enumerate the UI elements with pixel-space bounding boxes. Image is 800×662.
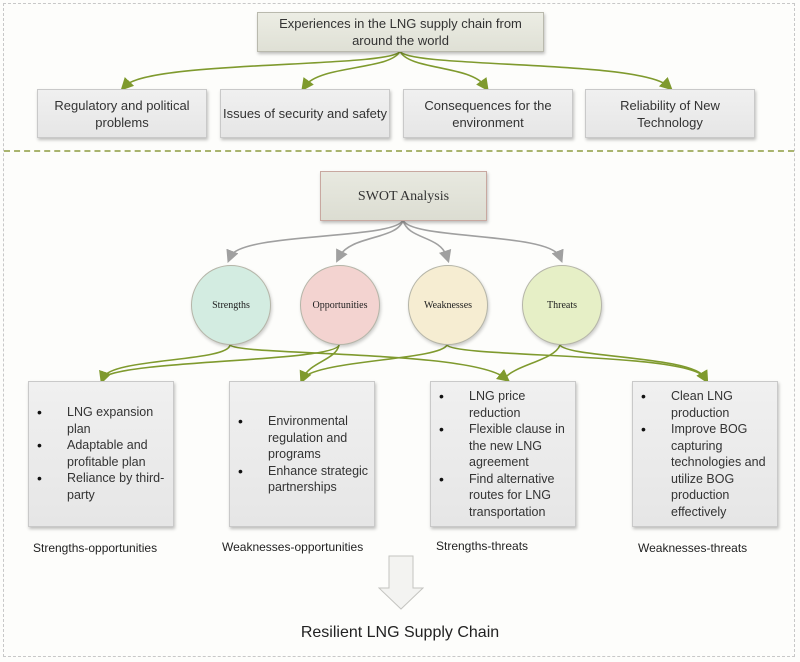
- opportunities-label: Opportunities: [312, 299, 368, 311]
- connector-t-wt: [559, 344, 706, 379]
- connector-top-4: [399, 50, 673, 91]
- connector-s-so: [99, 344, 231, 385]
- caption-wo: Weaknesses-opportunities: [222, 540, 364, 554]
- swot-title: SWOT Analysis: [357, 188, 450, 204]
- issue-box-regulatory: Regulatory and political problems: [37, 89, 207, 138]
- strategy-box-so: LNG expansion plan Adaptable and profita…: [28, 381, 174, 527]
- connector-w-wo: [302, 344, 448, 379]
- threats-label: Threats: [547, 299, 577, 311]
- strategy-item: LNG price reduction: [439, 388, 575, 421]
- strategy-list: Environmental regulation and programs En…: [230, 413, 374, 496]
- issue-box-environment: Consequences for the environment: [403, 89, 573, 138]
- caption-so: Strengths-opportunities: [33, 541, 158, 555]
- caption-wt: Weaknesses-threats: [638, 541, 748, 555]
- connector-o-so: [102, 344, 340, 379]
- strategy-item: Clean LNG production: [641, 388, 777, 421]
- connector-top-1: [120, 50, 401, 91]
- strategy-list: Clean LNG production Improve BOG capturi…: [633, 388, 777, 520]
- down-arrow-icon: [378, 555, 424, 610]
- weaknesses-circle: Weaknesses: [408, 265, 488, 345]
- strategy-item: Environmental regulation and programs: [238, 413, 374, 463]
- issue-label: Reliability of New Technology: [620, 97, 720, 130]
- connector-swot-o: [336, 219, 404, 263]
- strategy-item: Find alternative routes for LNG transpor…: [439, 471, 575, 521]
- connector-swot-s: [226, 219, 404, 263]
- strategy-item: Flexible clause in the new LNG agreement: [439, 421, 575, 471]
- strategy-box-wo: Environmental regulation and programs En…: [229, 381, 375, 527]
- strategy-list: LNG expansion plan Adaptable and profita…: [29, 404, 173, 503]
- issue-label: Regulatory and political problems: [54, 97, 190, 130]
- result-label: Resilient LNG Supply Chain: [300, 624, 500, 641]
- connector-swot-w: [402, 219, 452, 264]
- connector-swot-t: [402, 219, 564, 263]
- strategy-item: Adaptable and profitable plan: [37, 437, 173, 470]
- experiences-title: Experiences in the LNG supply chain from…: [279, 16, 522, 48]
- connector-top-3: [399, 50, 489, 92]
- strategy-list: LNG price reduction Flexible clause in t…: [431, 388, 575, 520]
- strategy-item: Enhance strategic partnerships: [238, 463, 374, 496]
- connector-t-st: [504, 344, 561, 379]
- connector-w-wt: [446, 344, 709, 384]
- diagram-frame: [3, 3, 795, 657]
- swot-analysis-box: SWOT Analysis: [320, 171, 487, 221]
- strengths-label: Strengths: [212, 299, 250, 311]
- strengths-circle: Strengths: [191, 265, 271, 345]
- issue-label: Consequences for the environment: [424, 97, 552, 130]
- threats-circle: Threats: [522, 265, 602, 345]
- weaknesses-label: Weaknesses: [423, 299, 473, 311]
- connector-s-st: [229, 344, 511, 382]
- opportunities-circle: Opportunities: [300, 265, 380, 345]
- issue-box-security: Issues of security and safety: [220, 89, 390, 138]
- connector-o-wo: [299, 344, 340, 384]
- connector-top-2: [301, 50, 401, 92]
- strategy-item: Reliance by third-party: [37, 470, 173, 503]
- strategy-item: Improve BOG capturing technologies and u…: [641, 421, 777, 520]
- experiences-box: Experiences in the LNG supply chain from…: [257, 12, 544, 52]
- strategy-box-st: LNG price reduction Flexible clause in t…: [430, 381, 576, 527]
- issue-box-technology: Reliability of New Technology: [585, 89, 755, 138]
- caption-st: Strengths-threats: [436, 539, 529, 553]
- strategy-box-wt: Clean LNG production Improve BOG capturi…: [632, 381, 778, 527]
- issue-label: Issues of security and safety: [222, 106, 388, 121]
- section-divider: [4, 150, 794, 152]
- strategy-item: LNG expansion plan: [37, 404, 173, 437]
